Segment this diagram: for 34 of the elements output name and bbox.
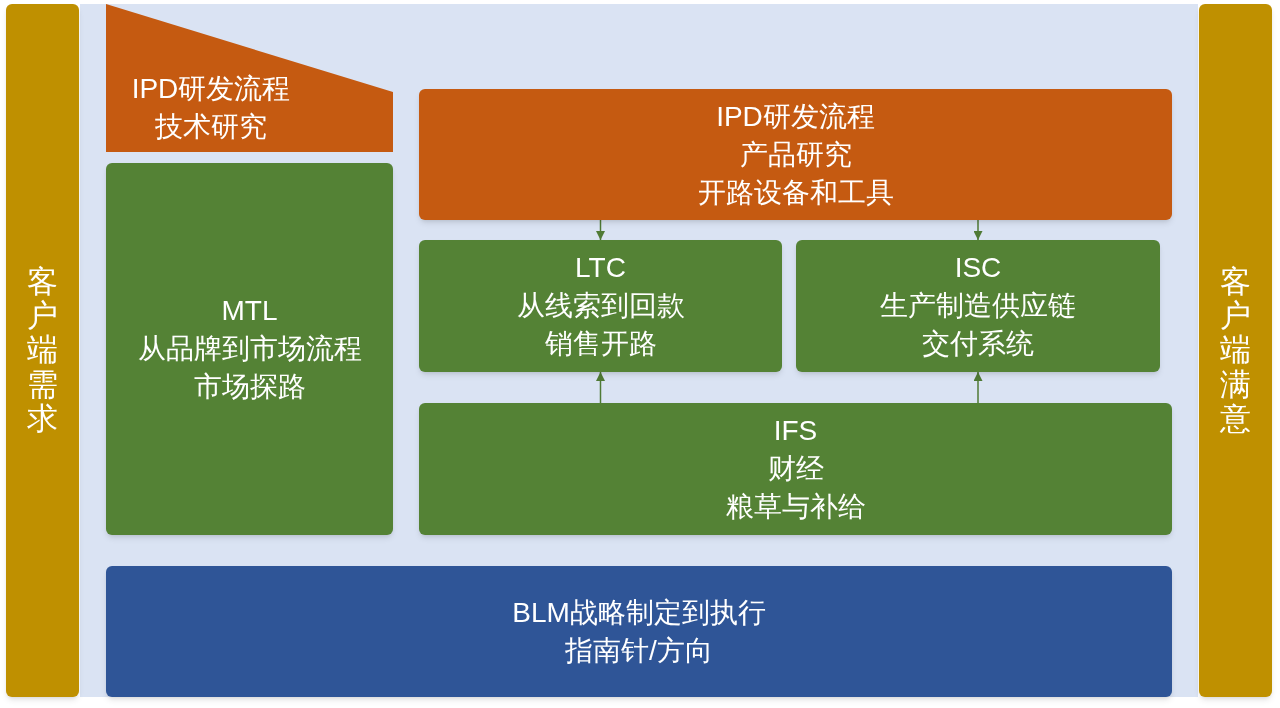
box-text: 产品研究: [739, 137, 852, 172]
process-box: [106, 566, 1172, 697]
box-text: MTL: [221, 294, 278, 328]
trapezoid-box: [106, 4, 393, 152]
box-text: IPD研发流程: [131, 72, 291, 106]
box-text: 财经: [767, 452, 824, 486]
box-text: 从线索到回款: [516, 289, 685, 323]
arrow: [973, 219, 983, 241]
box-text: 开路设备和工具: [697, 175, 894, 210]
side-bar: [1199, 4, 1272, 697]
box-text: IFS: [773, 414, 818, 448]
arrow: [596, 371, 605, 404]
box-text: 销售开路: [544, 327, 657, 361]
box-text: 市场探路: [193, 370, 306, 404]
box-text: 交付系统: [922, 327, 1034, 361]
arrow: [596, 219, 605, 241]
process-box: [419, 403, 1172, 535]
process-box: [796, 240, 1160, 372]
box-text: 从品牌到市场流程: [137, 332, 362, 366]
box-text: 指南针/方向: [565, 633, 713, 668]
arrow: [973, 371, 983, 404]
vertical-label: 客户端需求: [27, 265, 58, 436]
process-box: [106, 163, 393, 535]
process-box: [419, 240, 782, 372]
box-text: LTC: [575, 251, 626, 285]
vertical-label: 客户端满意: [1220, 265, 1251, 436]
side-bar: [6, 4, 79, 697]
box-text: 粮草与补给: [725, 490, 866, 524]
process-box: [419, 89, 1172, 220]
box-text: BLM战略制定到执行: [512, 595, 766, 630]
box-text: 生产制造供应链: [880, 289, 1076, 323]
box-text: IPD研发流程: [716, 99, 875, 134]
box-text: ISC: [954, 251, 1002, 285]
box-text: 技术研究: [155, 110, 267, 144]
